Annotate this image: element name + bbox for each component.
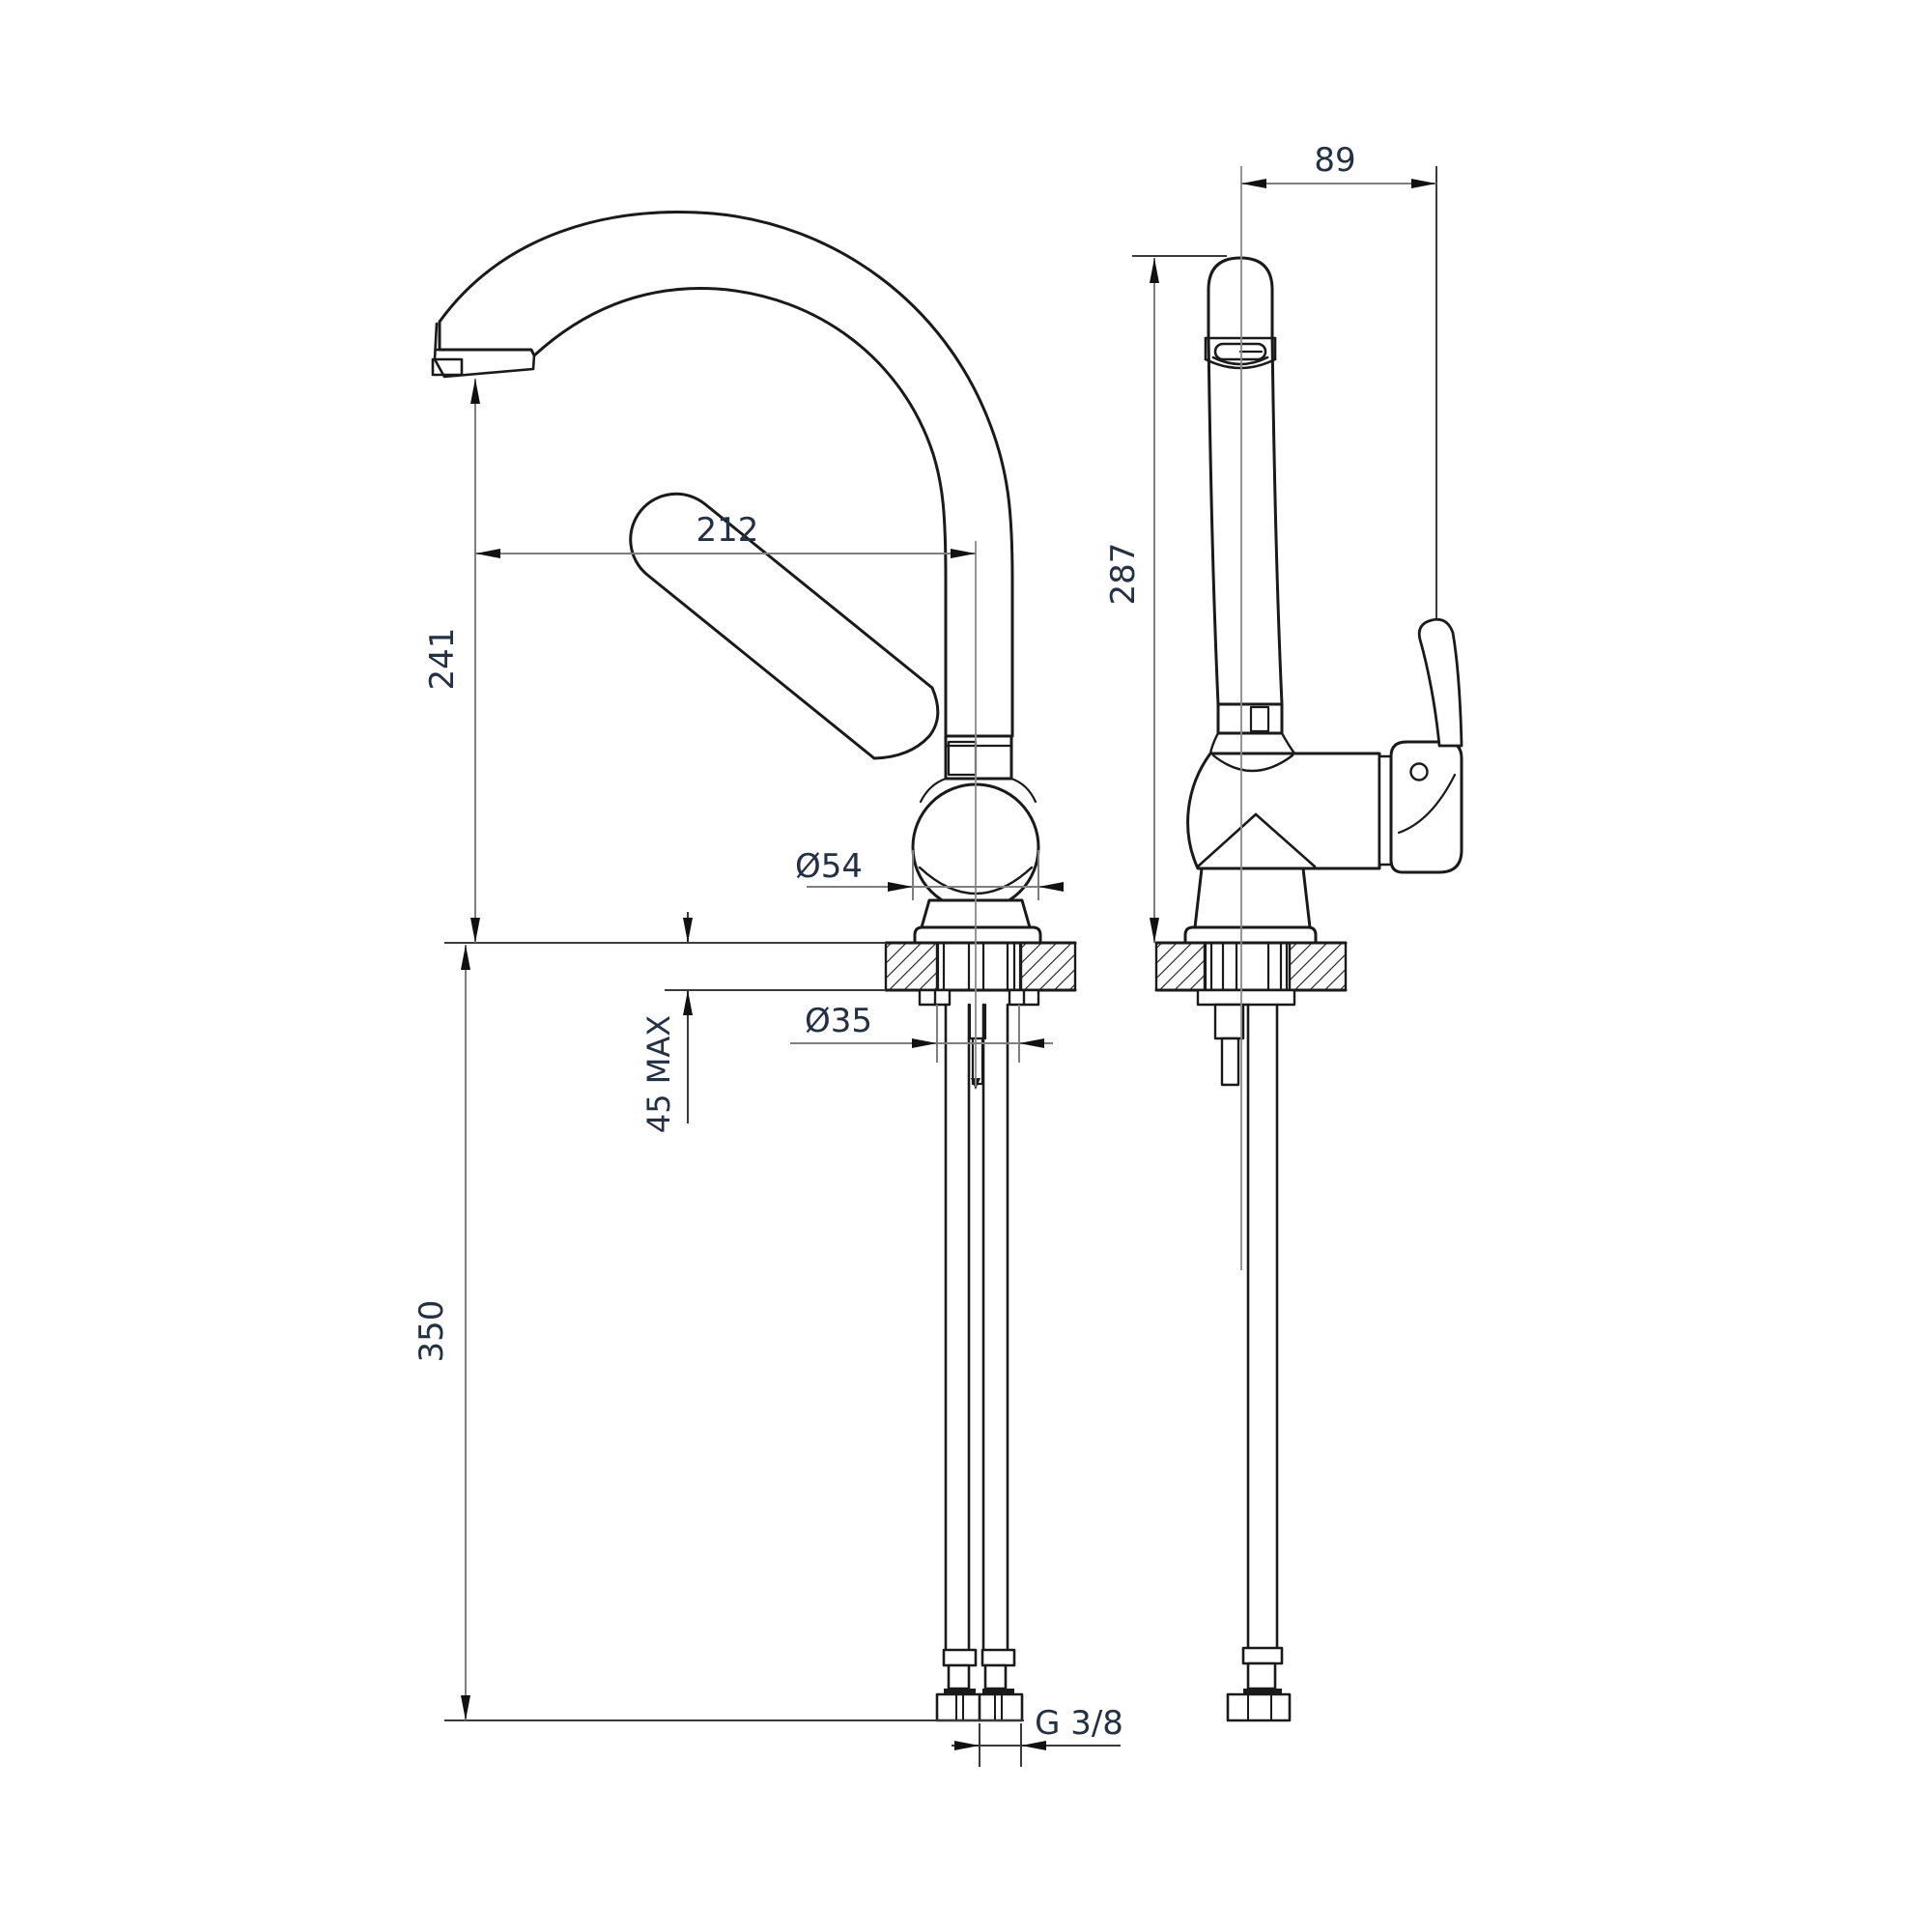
dim-241-label: 241 <box>423 628 462 691</box>
dim-241: 241 <box>423 379 480 943</box>
side-spout-column <box>1207 256 1284 706</box>
dim-287: 287 <box>1104 258 1159 943</box>
dim-350: 350 <box>412 945 470 1720</box>
side-countertop <box>1154 941 1348 992</box>
side-handle-body <box>1389 740 1463 874</box>
extension-lines <box>444 166 1437 1767</box>
spout-curve <box>438 211 1014 738</box>
side-body-chevron <box>1196 812 1317 868</box>
dim-212-label: 212 <box>696 511 759 550</box>
side-collar <box>1208 702 1296 755</box>
dim-287-label: 287 <box>1104 543 1143 606</box>
dim-35: Ø35 <box>790 1002 1053 1063</box>
front-countertop <box>884 941 1077 992</box>
side-handle-dot <box>1409 762 1429 781</box>
dim-45max-label: 45 MAX <box>640 1015 677 1133</box>
dimensions: 212 241 350 45 MAX <box>412 141 1437 1767</box>
side-underdeck <box>1196 988 1296 1087</box>
side-handle-lever <box>1417 617 1463 748</box>
front-view <box>431 211 1077 1722</box>
dim-45max: 45 MAX <box>640 912 693 1133</box>
dim-89-label: 89 <box>1314 141 1355 180</box>
dim-35-label: Ø35 <box>805 1002 872 1040</box>
side-handle-sweep <box>1397 773 1457 835</box>
side-view <box>1154 256 1463 1722</box>
dim-212: 212 <box>475 511 976 558</box>
front-collar <box>919 734 1037 804</box>
side-handle-joint <box>1378 754 1393 867</box>
side-base-flange <box>1183 925 1318 945</box>
spout-outlet <box>431 322 536 379</box>
dim-g38-label: G 3/8 <box>1035 1704 1123 1743</box>
dim-350-label: 350 <box>412 1300 451 1363</box>
side-shank-lines <box>1204 941 1289 992</box>
dim-54-label: Ø54 <box>795 847 863 886</box>
center-lines <box>975 166 1242 1270</box>
side-base-column <box>1193 867 1312 929</box>
front-mounting-nuts <box>918 988 1040 1007</box>
side-spout-ring <box>1204 336 1277 370</box>
dim-54: Ø54 <box>795 847 1064 900</box>
dim-g38: G 3/8 <box>952 1704 1123 1750</box>
front-handle-lever <box>629 492 940 760</box>
side-hose <box>1226 1003 1292 1722</box>
dim-89: 89 <box>1241 141 1436 188</box>
side-body-saddle <box>1211 753 1294 773</box>
front-shank-lines <box>936 941 1022 992</box>
front-base-flange <box>913 925 1042 945</box>
front-hoses <box>935 1003 1024 1722</box>
